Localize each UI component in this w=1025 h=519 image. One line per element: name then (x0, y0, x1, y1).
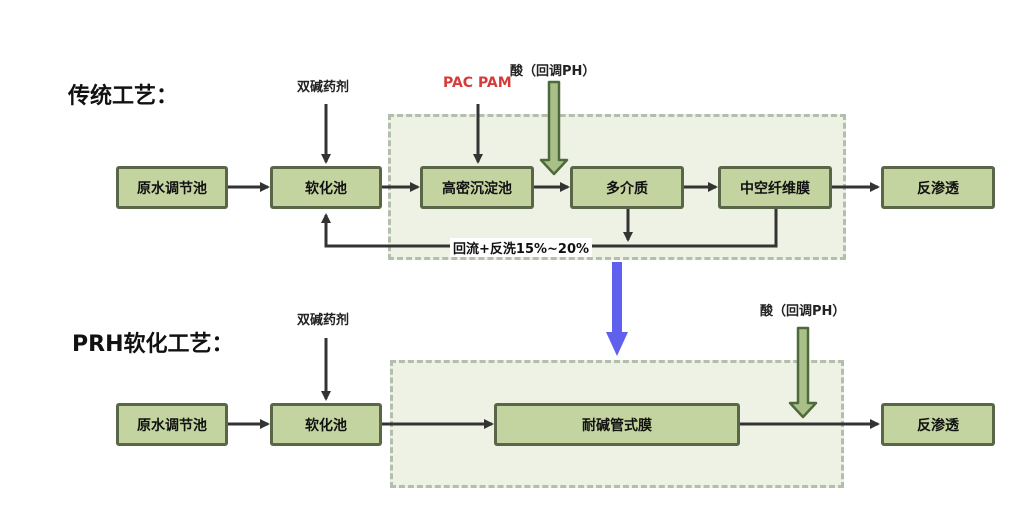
traditional-reagent-label: 双碱药剂 (297, 80, 350, 95)
box-prh-softening-tank: 软化池 (270, 403, 382, 446)
box-high-density-sediment: 高密沉淀池 (420, 166, 534, 209)
acid-arrow-prh (788, 326, 818, 419)
box-prh-reverse-osmosis: 反渗透 (881, 403, 995, 446)
transition-arrow (606, 262, 628, 356)
prh-reagent-label: 双碱药剂 (297, 313, 350, 328)
prh-acid-label: 酸（回调PH） (760, 304, 846, 319)
box-raw-water-tank: 原水调节池 (116, 166, 228, 209)
reflux-label: 回流+反洗15%~20% (450, 238, 593, 257)
box-multimedia: 多介质 (570, 166, 684, 209)
traditional-acid-label: 酸（回调PH） (510, 64, 596, 79)
acid-arrow-traditional (539, 80, 569, 176)
prh-title: PRH软化工艺： (72, 332, 234, 357)
box-softening-tank: 软化池 (270, 166, 382, 209)
box-reverse-osmosis: 反渗透 (881, 166, 995, 209)
traditional-title: 传统工艺： (68, 84, 179, 109)
box-alkali-resistant-tubular-membrane: 耐碱管式膜 (494, 403, 740, 446)
coagulant-label: PAC PAM (443, 75, 512, 91)
box-prh-raw-water-tank: 原水调节池 (116, 403, 228, 446)
box-hollow-fiber-membrane: 中空纤维膜 (718, 166, 832, 209)
